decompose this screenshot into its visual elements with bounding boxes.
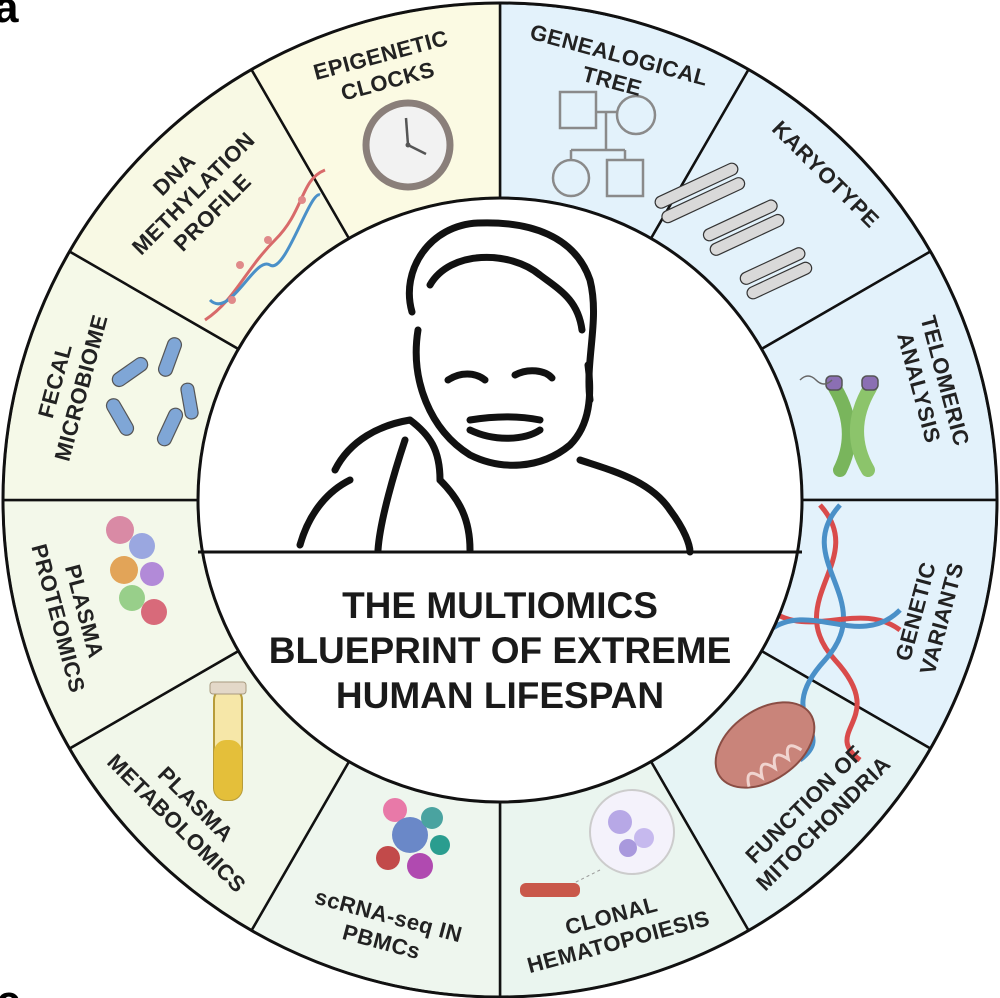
cell-clusters-icon [376,798,450,879]
mitochondrion-icon [714,701,816,789]
protein-icon [106,516,167,625]
center-title: THE MULTIOMICS BLUEPRINT OF EXTREME HUMA… [269,585,732,716]
center-title-line-1: THE MULTIOMICS [342,585,658,626]
clock-icon [362,99,454,191]
center-title-line-3: HUMAN LIFESPAN [336,675,664,716]
blood-tube-icon [209,681,247,801]
telomere-chromosome-icon [799,375,879,477]
pedigree-icon [551,90,657,198]
portrait-line-drawing [296,219,694,556]
methylated-dna-icon [204,168,326,322]
panel-letter-c: c [0,977,20,998]
bacteria-icon [105,337,199,447]
panel-letter-a: a [0,0,19,32]
blood-cells-icon [520,789,675,897]
segment-icons [105,90,902,897]
chromosome-karyotype-icon [654,162,813,300]
center-circle [196,196,804,804]
center-title-line-2: BLUEPRINT OF EXTREME [269,630,732,671]
